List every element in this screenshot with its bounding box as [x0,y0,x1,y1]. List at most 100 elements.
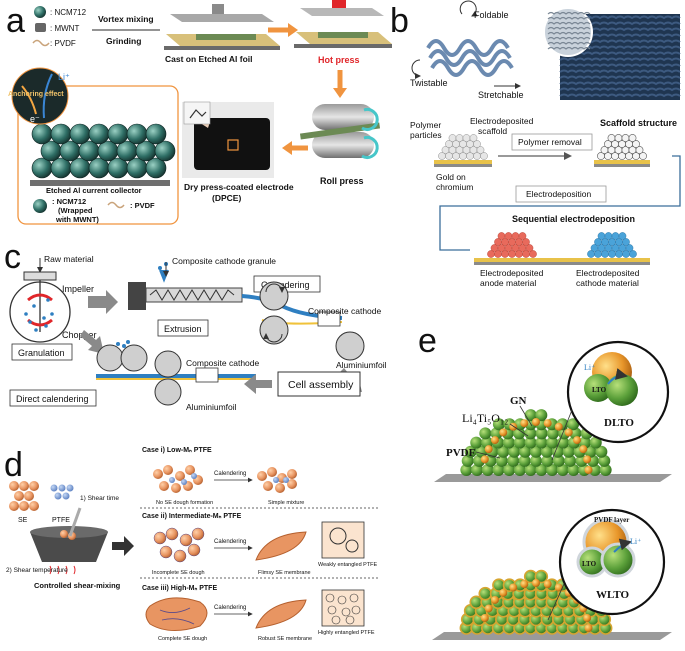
particle [153,469,163,479]
arrow-direct-to-cell [244,374,272,394]
case2-membrane [255,531,307,561]
particle [31,123,53,145]
particle [44,324,48,328]
particle [257,471,267,481]
particle [492,464,505,476]
case2-left-label: Incomplete SE dough [152,570,205,576]
electrodeposited-scaffold-label: Electrodeposited [470,116,534,126]
wlto-lto-label: LTO [582,560,597,568]
particle [32,304,36,308]
particle [635,146,644,154]
aluminiumfoil-top-label: Aluminiumfoil [336,360,387,370]
particle [145,123,167,145]
particle [448,134,457,142]
particle [275,483,285,493]
particle [625,244,634,252]
granulation-box [11,343,73,361]
polymer-particles-label-2: particles [410,130,442,140]
particle [50,484,58,492]
particle [287,469,297,479]
se-cluster [9,481,74,511]
case3-right-label: Highly entangled PTFE [318,630,375,636]
raw-material-label: Raw material [44,254,94,264]
sequence-connector [439,155,681,251]
particle [187,543,201,557]
scaffold-structure-stage [594,134,650,167]
foldable-label: Foldable [474,10,509,20]
particle [28,320,32,324]
shear-time-label: 1) Shear time [80,495,119,502]
particle [331,615,341,625]
wlto-substrate [432,632,672,640]
particle [341,607,351,617]
particle [519,445,532,458]
particle [484,604,493,613]
extrusion-box [157,319,209,337]
particle [552,454,565,467]
direct-calendering-illustration [96,340,256,406]
polymer-removal-label: Polymer removal [518,137,582,147]
arrow-to-direct-calendering [80,330,104,354]
particle [535,409,548,422]
pvdf-layer-label: PVDF layer [594,516,629,524]
electrodeposition-box [515,185,607,203]
particle [492,418,505,431]
cathode-label-2: cathode material [576,278,639,288]
particle [173,549,187,563]
extruder-illustration [128,262,243,310]
particle [69,123,91,145]
particle [522,238,530,246]
case2-incomplete-dough [153,527,205,563]
particle [507,454,520,467]
calender-roller-top-2 [259,315,289,345]
case1-calendering: Calendering [214,471,246,477]
chromium-label: chromium [436,182,473,192]
particle [564,428,573,437]
particle [337,595,347,605]
impeller-label: Impeller [62,284,94,294]
particle [19,481,29,491]
case3-zoom [321,589,365,627]
direct-calendering-box [9,389,97,407]
chopper-label: Chopper [62,330,97,340]
calender-roller-top-3 [335,331,365,361]
scaffold-structure-label: Scaffold structure [600,118,677,128]
particle [24,491,34,501]
particle [497,445,510,458]
particle [540,445,553,458]
particle [484,445,493,454]
particle [165,527,179,541]
particle [145,157,167,179]
polymer-particles-stage [434,134,492,167]
particle [629,250,637,258]
particle [471,464,484,476]
particle [126,123,148,145]
case2-zoom [321,521,365,559]
particle [520,580,529,589]
gold-on-label: Gold on [436,172,466,182]
particle [622,238,630,246]
particle [513,436,526,449]
legend-pvdf-bottom: : PVDF [130,201,155,210]
particle [508,445,521,458]
particle [191,473,197,479]
etched-al-label: Etched Al current collector [46,186,142,195]
se-label: SE [18,517,28,524]
particle [530,445,542,458]
panel-b-letter: b [390,2,409,40]
particle [460,464,473,476]
direct-calendering-label: Direct calendering [16,394,89,404]
particle [154,140,176,162]
particle [9,501,19,511]
gn-label: GN [510,395,527,407]
particle [153,531,167,545]
dlto-substrate [434,474,672,482]
particle [543,419,552,428]
particle [327,605,337,615]
panel-a-legend-top: : NCM712 : MWNT : PVDF [32,6,87,48]
particle [490,595,499,604]
panel-c-letter: c [4,238,21,276]
particle [50,123,72,145]
mwnt-icon [35,23,46,32]
extrusion-label: Extrusion [164,324,202,334]
